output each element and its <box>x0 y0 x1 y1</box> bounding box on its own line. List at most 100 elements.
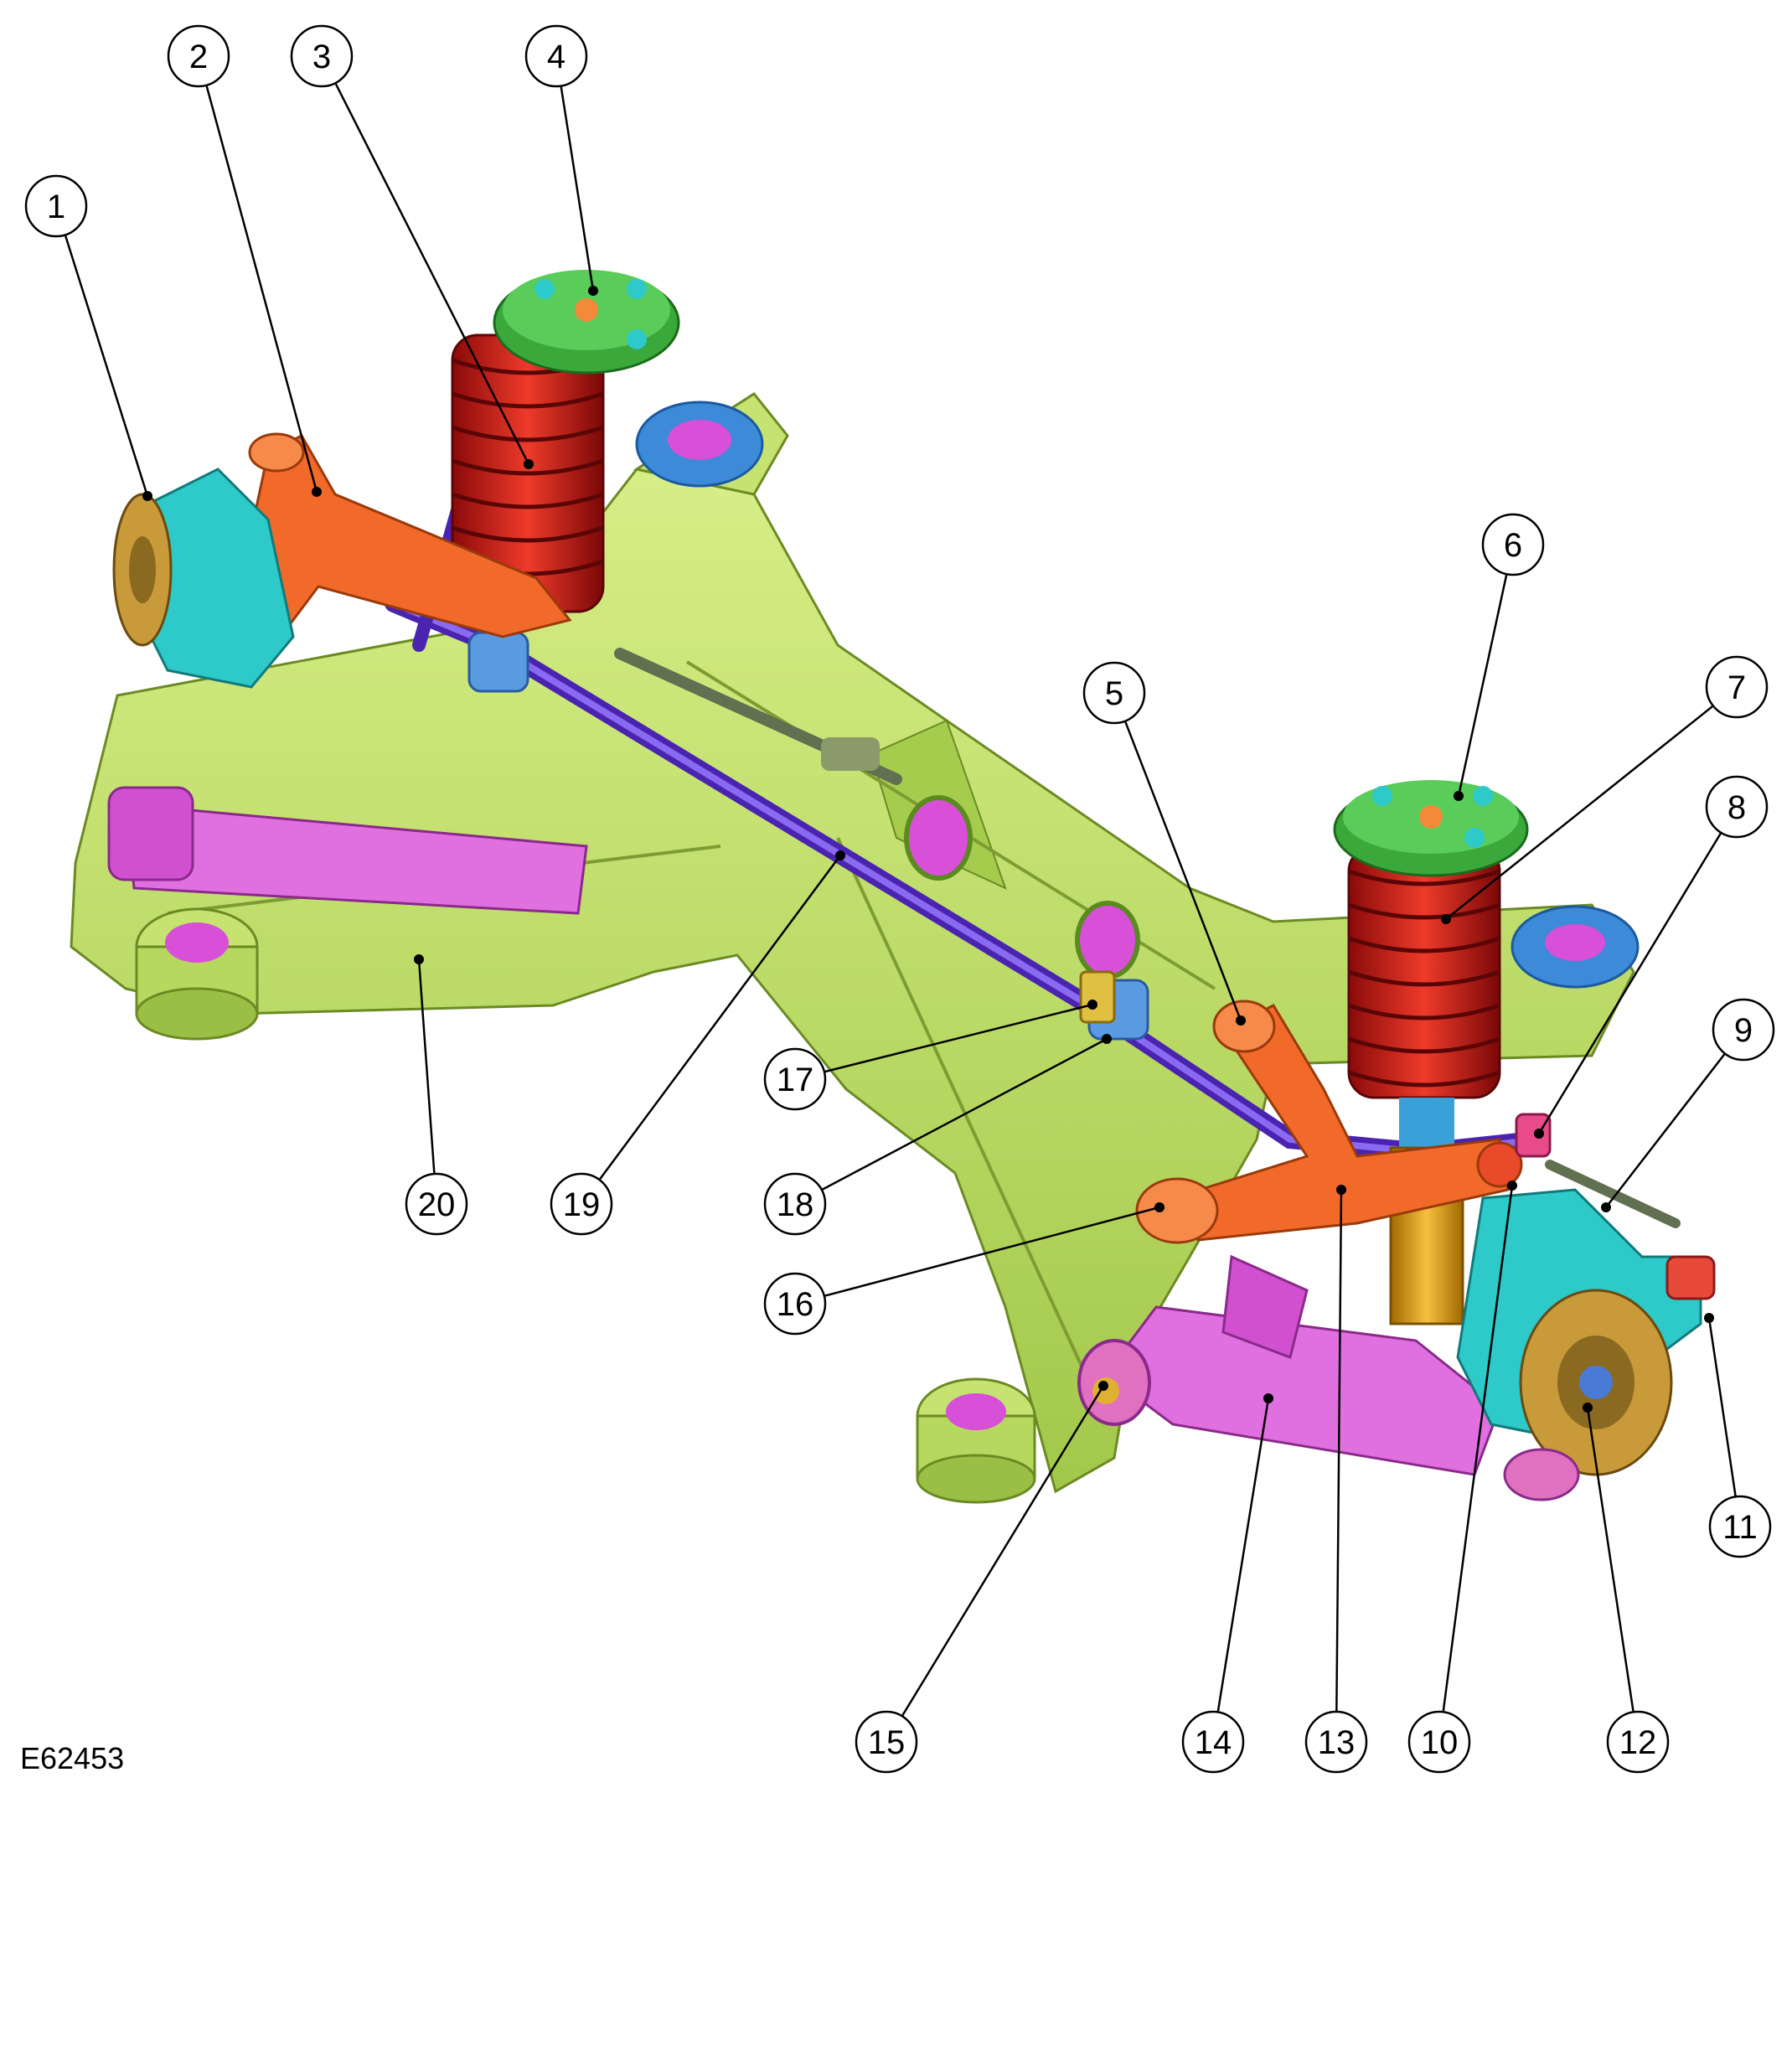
callout-leader <box>1335 1189 1343 1713</box>
lower-arm-bushing-right <box>1077 1339 1151 1426</box>
callout-14: 14 <box>1181 1393 1273 1774</box>
callout-leader <box>1442 1185 1514 1713</box>
trailing-arm-bushing-right <box>1503 1448 1580 1501</box>
stabilizer-bar-clamp-right <box>1079 970 1116 1024</box>
callout-target-dot <box>312 487 322 497</box>
callout-circle <box>855 1710 918 1774</box>
callout-leader <box>901 1385 1105 1717</box>
callout-number: 7 <box>1727 669 1746 706</box>
callout-13: 13 <box>1304 1185 1368 1774</box>
callout-circle <box>1304 1710 1368 1774</box>
callout-target-dot <box>1454 791 1464 801</box>
callout-target-dot <box>1087 1000 1097 1010</box>
callout-leader <box>1445 705 1714 920</box>
callout-target-dot <box>524 459 534 469</box>
callout-17: 17 <box>763 1000 1097 1111</box>
callout-target-dot <box>1263 1393 1273 1403</box>
figure-code: E62453 <box>20 1741 125 1775</box>
callout-5: 5 <box>1082 661 1246 1026</box>
callout-1: 1 <box>24 174 152 501</box>
callout-number: 8 <box>1727 789 1746 826</box>
callout-target-dot <box>1336 1185 1346 1195</box>
callout-number: 5 <box>1105 675 1123 712</box>
upper-mount-left <box>493 270 680 375</box>
callout-leader <box>64 234 149 497</box>
callout-number: 19 <box>563 1186 601 1223</box>
callout-number: 12 <box>1619 1724 1657 1761</box>
callout-number: 20 <box>418 1186 456 1223</box>
callout-19: 19 <box>550 850 845 1236</box>
upper-arm-right <box>1135 1000 1523 1244</box>
callout-target-dot <box>1583 1403 1593 1413</box>
callout-circle <box>763 1272 827 1336</box>
callout-circle <box>524 24 588 88</box>
callout-number: 6 <box>1504 527 1522 564</box>
callout-target-dot <box>1507 1181 1517 1191</box>
subframe-bushing-center-2 <box>1075 901 1140 979</box>
subframe-mount-right-front <box>916 1377 1036 1504</box>
callout-6: 6 <box>1454 513 1545 801</box>
callout-leader <box>824 1206 1160 1298</box>
callout-leader <box>824 1003 1093 1073</box>
hub-right <box>1519 1289 1673 1476</box>
callout-leader <box>1605 1052 1726 1208</box>
callout-leader <box>205 85 318 493</box>
callout-number: 3 <box>312 39 331 75</box>
callout-3: 3 <box>290 24 534 469</box>
callout-leader <box>334 82 530 465</box>
callout-number: 2 <box>189 39 208 75</box>
callout-leader <box>1123 721 1242 1021</box>
callout-circle <box>290 24 354 88</box>
toe-link-left <box>614 648 902 785</box>
callout-target-dot <box>1154 1202 1165 1212</box>
callout-7: 7 <box>1441 655 1769 924</box>
callout-target-dot <box>142 491 152 501</box>
callout-leader <box>598 855 842 1181</box>
callout-circle <box>1705 775 1769 839</box>
callout-target-dot <box>1534 1129 1544 1139</box>
upper-arm-left <box>241 432 572 657</box>
callout-number: 17 <box>777 1062 814 1098</box>
callout-target-dot <box>1236 1015 1246 1026</box>
toe-link-bushing-right-inner <box>1515 1113 1552 1158</box>
coil-spring-right <box>1347 845 1501 1099</box>
callout-circle <box>1481 513 1545 576</box>
callout-20: 20 <box>405 954 468 1236</box>
callout-circle <box>763 1172 827 1236</box>
callout-leader <box>1586 1407 1634 1713</box>
subframe-bushing-center-1 <box>904 795 973 881</box>
callout-target-dot <box>1441 914 1451 924</box>
callout-leader <box>1707 1317 1737 1497</box>
callout-circle <box>1606 1710 1670 1774</box>
callout-8: 8 <box>1534 775 1769 1139</box>
callout-target-dot <box>835 850 845 860</box>
callout-circle <box>1181 1710 1245 1774</box>
lower-arm-left <box>107 786 588 915</box>
callout-circle <box>550 1172 613 1236</box>
callout-15: 15 <box>855 1381 1108 1774</box>
callout-circle <box>1708 1495 1772 1558</box>
callout-circle <box>24 174 88 238</box>
callout-12: 12 <box>1583 1403 1670 1774</box>
callout-circle <box>1407 1710 1471 1774</box>
callout-target-dot <box>1704 1313 1714 1323</box>
subframe-mount-left-rear <box>635 400 764 488</box>
callout-18: 18 <box>763 1034 1112 1236</box>
callout-leader <box>1537 832 1722 1134</box>
toe-link-bushing-right <box>1665 1255 1716 1300</box>
callout-leader <box>560 85 595 292</box>
callout-number: 9 <box>1734 1012 1753 1049</box>
callout-circle <box>1082 661 1146 725</box>
callout-target-dot <box>414 954 424 964</box>
callout-circle <box>405 1172 468 1236</box>
callout-number: 16 <box>777 1286 814 1323</box>
callout-target-dot <box>1601 1202 1611 1212</box>
callout-number: 14 <box>1195 1724 1232 1761</box>
callout-10: 10 <box>1407 1181 1517 1774</box>
callout-9: 9 <box>1601 998 1775 1212</box>
upper-mount-right <box>1333 780 1529 877</box>
callout-circle <box>763 1047 827 1111</box>
callout-target-dot <box>588 286 598 296</box>
callout-number: 1 <box>47 189 65 225</box>
